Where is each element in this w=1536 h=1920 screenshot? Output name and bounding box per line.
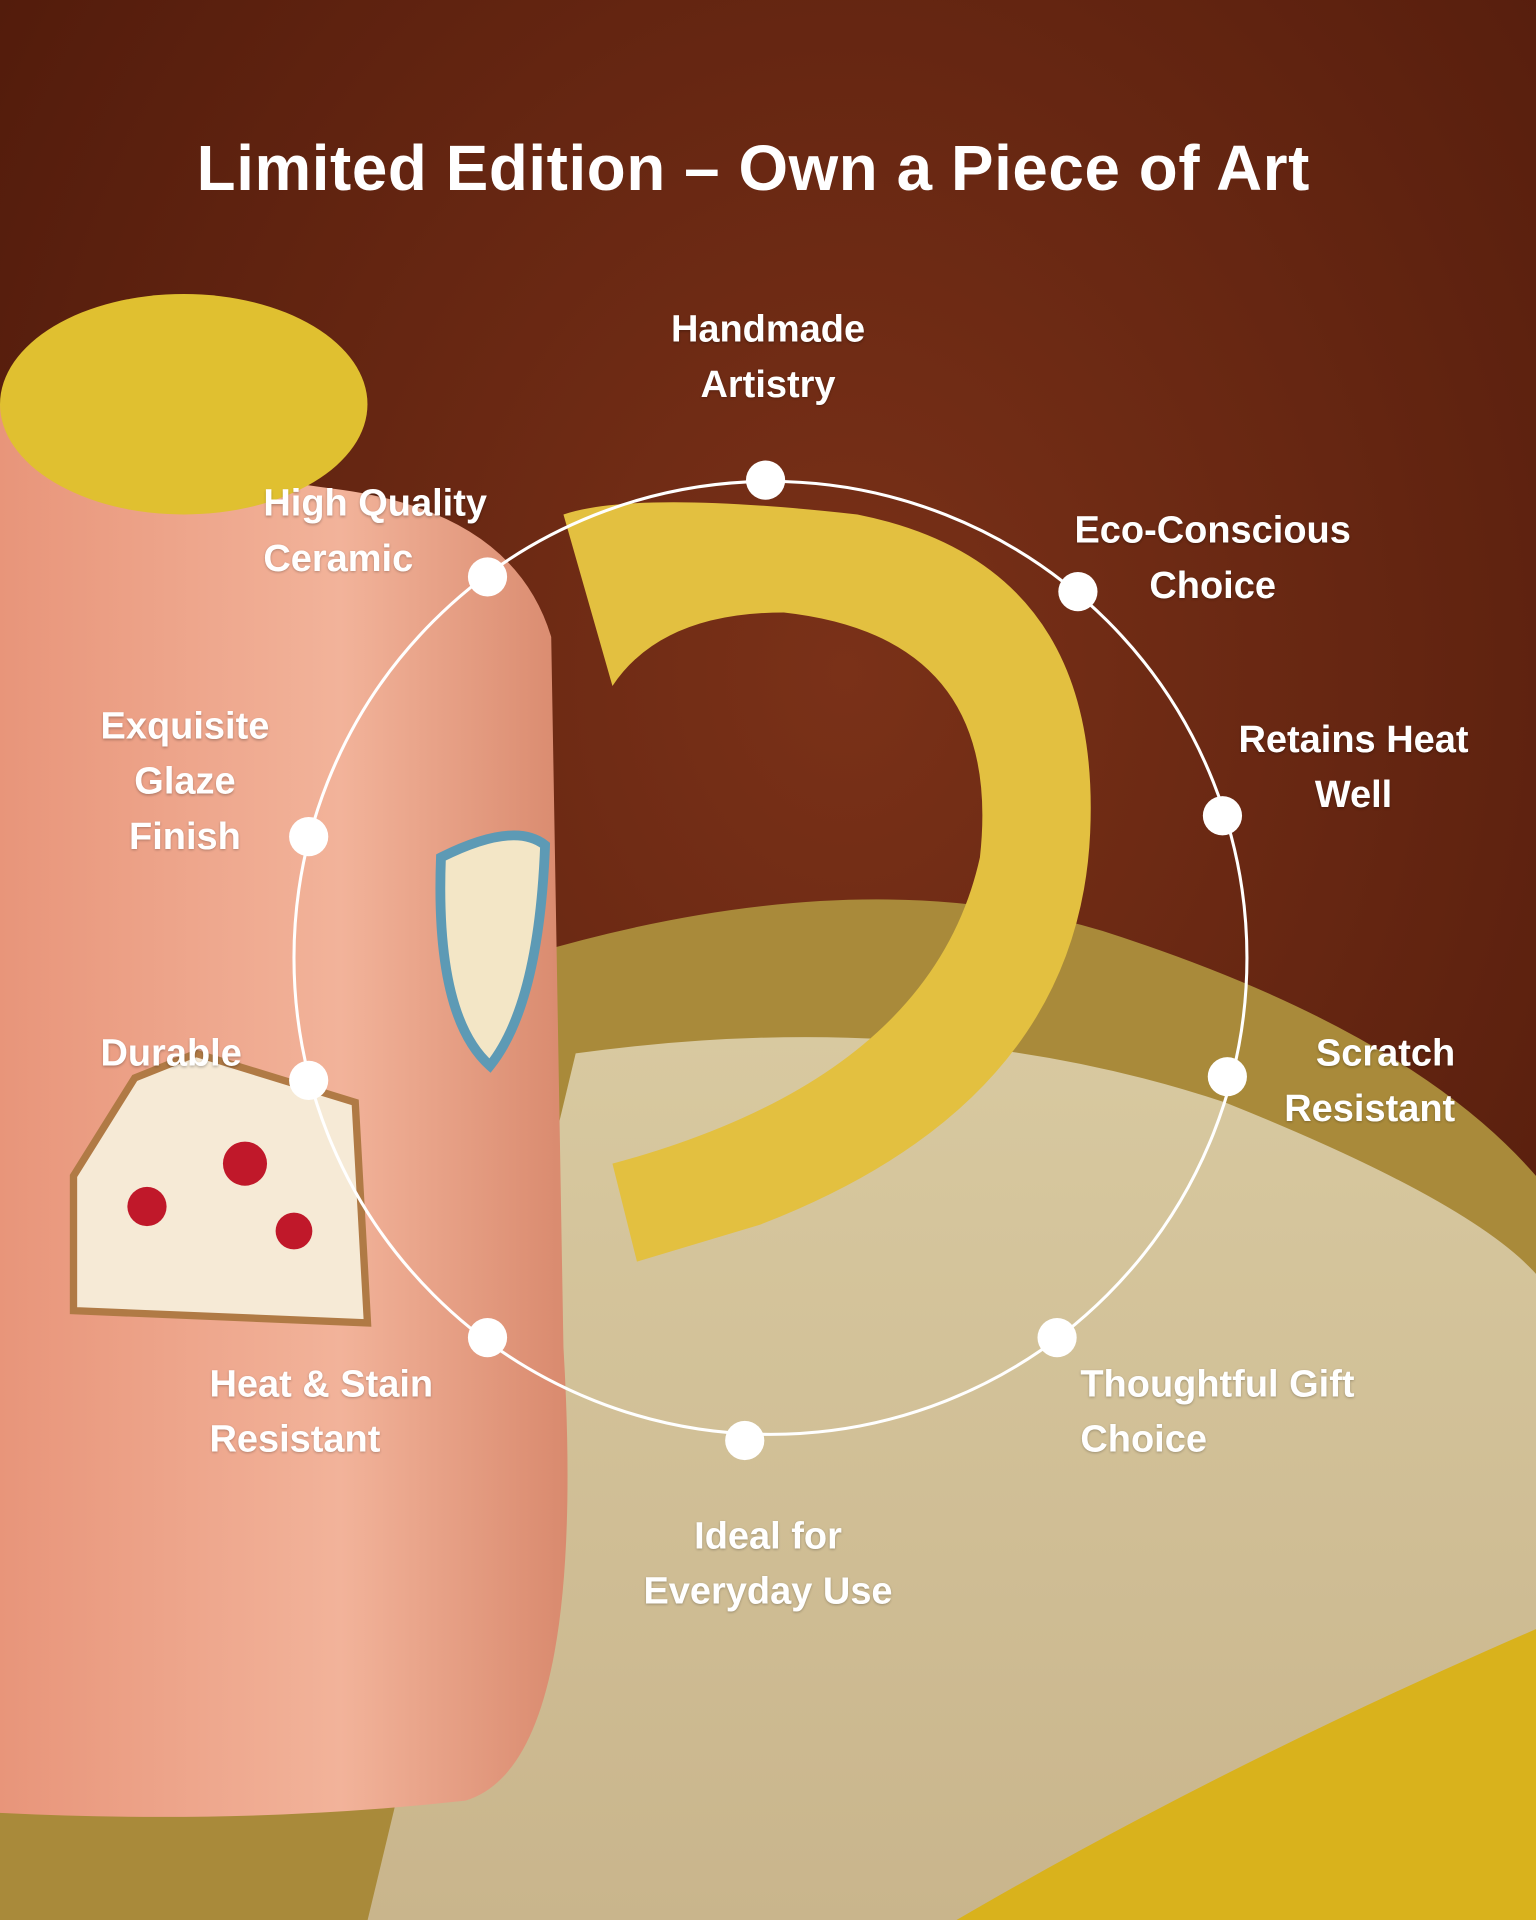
ring-dot — [1058, 572, 1098, 612]
ring-dot — [467, 557, 508, 597]
page-title: Limited Edition – Own a Piece of Art — [196, 133, 1310, 205]
ring-dot — [725, 1420, 765, 1461]
ring-dot — [467, 1317, 508, 1358]
ring-dot — [289, 1060, 329, 1100]
feature-durable: Durable — [100, 1031, 242, 1075]
ring-line — [292, 479, 1249, 1436]
ring-dot — [1207, 1057, 1247, 1097]
ring-dot — [1202, 796, 1243, 836]
ring-dot — [745, 460, 786, 500]
ring-dot — [1037, 1317, 1077, 1358]
ring-dot — [289, 817, 329, 857]
